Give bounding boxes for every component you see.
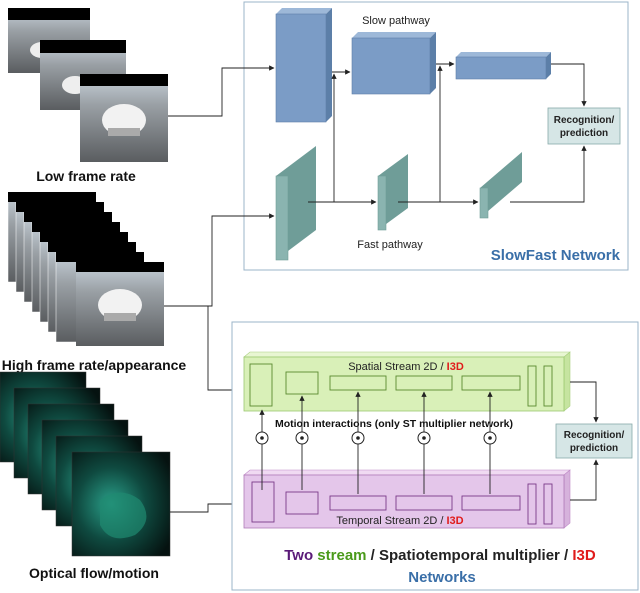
frame-image	[80, 74, 168, 162]
multiply-icons	[255, 431, 497, 445]
spatial-stream: Spatial Stream 2D / I3D	[243, 351, 571, 412]
input-connectors	[164, 65, 275, 513]
high-frame-rate-stack: High frame rate/appearance	[2, 191, 187, 373]
slowfast-recognition-line1: Recognition/	[554, 115, 615, 126]
optical-flow-stack: Optical flow/motion	[0, 371, 171, 581]
dot-multiply-icon	[295, 431, 309, 445]
slowfast-recognition-box	[547, 107, 621, 145]
optical-flow-label: Optical flow/motion	[29, 565, 159, 581]
dot-multiply-icon	[483, 431, 497, 445]
two-stream-recognition-line2: prediction	[570, 443, 618, 454]
temporal-stream-label: Temporal Stream 2D / I3D	[336, 515, 463, 527]
fast-block-2	[377, 154, 408, 231]
slowfast-network-title: SlowFast Network	[491, 247, 621, 264]
high-frame-rate-label: High frame rate/appearance	[2, 357, 187, 373]
dot-multiply-icon	[351, 431, 365, 445]
two-stream-recognition-line1: Recognition/	[564, 430, 625, 441]
dot-multiply-icon	[255, 431, 269, 445]
slow-block-1	[275, 8, 332, 123]
low-frame-rate-stack: Low frame rate	[8, 8, 168, 184]
slowfast-recognition-line2: prediction	[560, 128, 608, 139]
slow-pathway-label: Slow pathway	[362, 15, 430, 27]
slowfast-network: Slow pathway Fast pathway Recognition/ p…	[243, 1, 629, 271]
motion-interactions-label: Motion interactions (only ST multiplier …	[275, 418, 513, 430]
spatial-stream-label: Spatial Stream 2D / I3D	[348, 361, 464, 373]
frame-image	[76, 262, 164, 346]
two-stream-network: Spatial Stream 2D / I3D Temporal Stream …	[231, 321, 639, 591]
low-frame-rate-label: Low frame rate	[36, 168, 136, 184]
slow-block-3	[455, 52, 551, 80]
two-stream-recognition-box	[555, 423, 633, 459]
fast-block-1	[275, 146, 316, 261]
dot-multiply-icon	[417, 431, 431, 445]
two-stream-networks-label: Networks	[408, 569, 476, 586]
fast-pathway-label: Fast pathway	[357, 239, 423, 251]
two-stream-title: Two stream / Spatiotemporal multiplier /…	[284, 547, 596, 564]
fast-block-3	[479, 152, 522, 219]
temporal-stream: Temporal Stream 2D / I3D	[243, 469, 571, 529]
slow-block-2	[351, 32, 436, 95]
